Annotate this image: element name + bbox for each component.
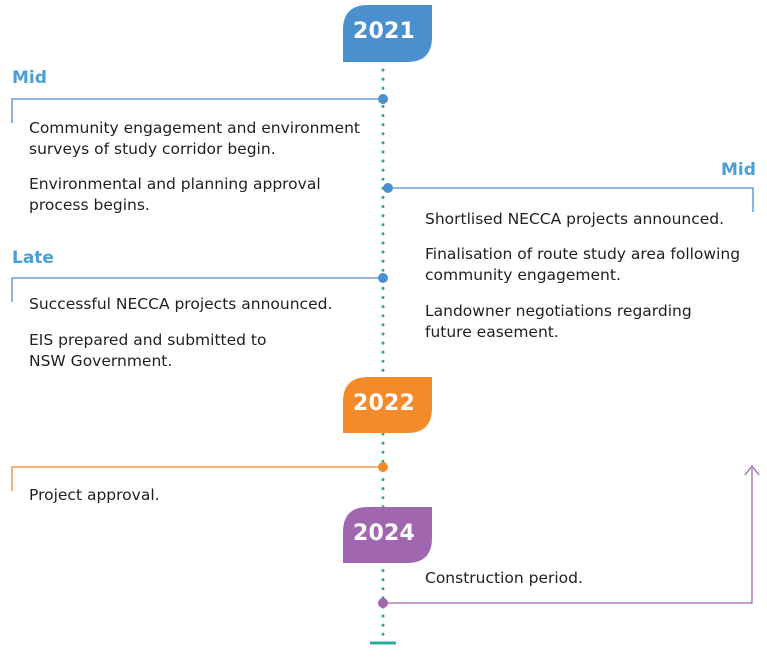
marker-late-left xyxy=(378,273,388,283)
bracket-mid-left xyxy=(11,98,383,123)
year-2021-label: 2021 xyxy=(352,19,416,44)
entry-successful-necca: Successful NECCA projects announced. xyxy=(29,295,333,313)
bracket-2024 xyxy=(383,468,753,604)
badge-2024 xyxy=(343,507,432,563)
marker-2022 xyxy=(378,462,388,472)
entry-project-approval: Project approval. xyxy=(29,486,160,504)
entry-landowner: Landowner negotiations regarding future … xyxy=(425,302,692,341)
entry-shortlisted: Shortlised NECCA projects announced. xyxy=(425,210,725,228)
year-2024-label: 2024 xyxy=(352,521,416,546)
period-mid-right: Mid xyxy=(721,160,756,180)
year-2022-label: 2022 xyxy=(352,391,416,416)
period-late-left: Late xyxy=(12,248,54,268)
marker-mid-right xyxy=(383,183,393,193)
bracket-mid-right xyxy=(388,187,754,212)
marker-mid-left xyxy=(378,94,388,104)
entry-approval-process: Environmental and planning approval proc… xyxy=(29,175,321,214)
entry-construction: Construction period. xyxy=(425,569,583,587)
badge-2022 xyxy=(343,377,432,433)
bracket-late-left xyxy=(11,277,383,302)
entry-finalisation: Finalisation of route study area followi… xyxy=(425,245,741,284)
bracket-2022 xyxy=(11,466,383,491)
entry-community-engagement: Community engagement and environment sur… xyxy=(29,119,360,158)
entry-eis: EIS prepared and submitted to NSW Govern… xyxy=(29,331,267,370)
arrow-up-icon xyxy=(744,464,760,476)
marker-2024 xyxy=(378,598,388,608)
badge-2021 xyxy=(343,5,432,62)
period-mid-left: Mid xyxy=(12,68,47,88)
